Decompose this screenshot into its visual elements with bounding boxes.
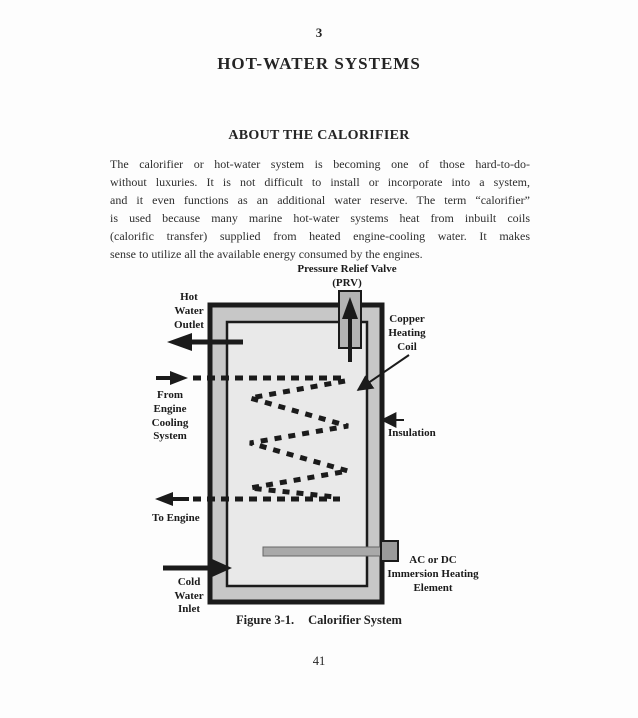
cold-water-inlet-label: Water [174, 590, 203, 602]
body-paragraph: The calorifier or hot-water system is be… [110, 155, 530, 263]
to-engine-arrow-icon [155, 492, 173, 506]
figure-caption-title: Calorifier System [308, 613, 402, 627]
paragraph-line: (calorific transfer) supplied from heate… [110, 229, 530, 243]
hot-water-outlet-label: Hot [180, 291, 198, 303]
paragraph-line: The calorifier or hot-water system is be… [110, 157, 530, 171]
paragraph-line: and it even functions as an additional w… [110, 193, 530, 207]
immersion-element-cap [380, 540, 399, 562]
copper-coil-label: Coil [397, 341, 417, 353]
to-engine-label: To Engine [152, 512, 200, 524]
immersion-element-label: Immersion Heating [387, 568, 479, 580]
cold-water-inlet-label: Inlet [178, 603, 200, 615]
prv-label: (PRV) [332, 277, 362, 289]
figure-caption: Figure 3-1. Calorifier System [0, 613, 638, 628]
chapter-number: 3 [315, 25, 323, 40]
copper-coil-label: Copper [389, 313, 425, 325]
prv-arrow-icon [342, 297, 358, 319]
hot-water-outlet-arrow-icon [167, 333, 192, 351]
from-engine-label: System [153, 430, 187, 442]
paragraph-line: without luxuries. It is not difficult to… [110, 175, 530, 189]
tank-inner-wall [225, 320, 369, 588]
copper-heating-coil [249, 378, 349, 500]
from-engine-label: Cooling [152, 417, 189, 429]
paragraph-line: is used because many marine hot-water sy… [110, 211, 530, 225]
copper-coil-pointer-arrow [356, 354, 410, 391]
calorifier-diagram: Pressure Relief Valve (PRV) Hot Water Ou… [152, 263, 480, 615]
immersion-element-label: AC or DC [409, 554, 457, 566]
immersion-element-label: Element [413, 582, 452, 594]
immersion-element-bar [262, 546, 383, 557]
prv-label: Pressure Relief Valve [297, 263, 396, 275]
hot-water-outlet-label: Water [174, 305, 203, 317]
from-engine-label: From [157, 389, 183, 401]
section-heading: ABOUT THE CALORIFIER [228, 128, 410, 143]
cold-water-inlet-label: Cold [178, 576, 201, 588]
insulation-label: Insulation [388, 427, 436, 439]
from-engine-label: Engine [153, 403, 186, 415]
chapter-title: HOT-WATER SYSTEMS [217, 54, 421, 73]
cold-water-inlet-arrow-icon [212, 559, 232, 577]
copper-coil-label: Heating [388, 327, 426, 339]
page-number: 41 [312, 654, 326, 668]
figure-caption-label: Figure 3-1. [236, 613, 295, 627]
hot-water-outlet-label: Outlet [174, 319, 204, 331]
paragraph-line: sense to utilize all the available energ… [110, 247, 423, 261]
from-engine-arrow-icon [170, 371, 188, 385]
